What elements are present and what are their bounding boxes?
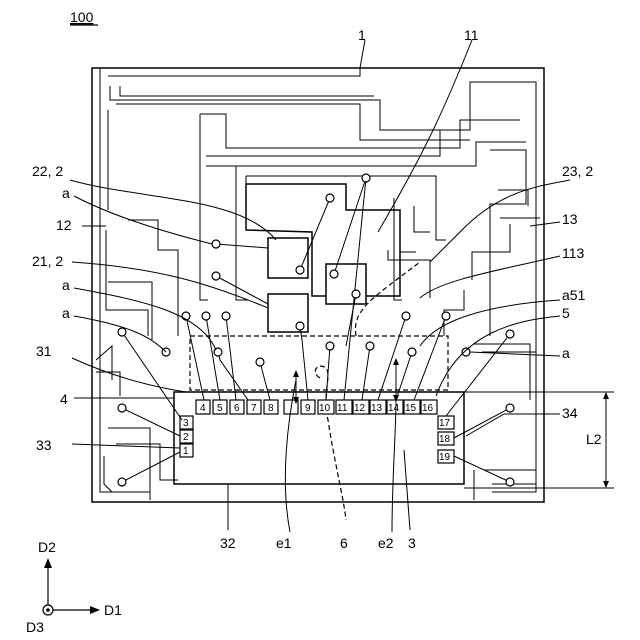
pin-label-1: 1 bbox=[183, 446, 189, 457]
label-12: 12 bbox=[56, 217, 72, 233]
d2-arrow-icon bbox=[44, 558, 52, 568]
label-33: 33 bbox=[36, 437, 52, 453]
label-a-3: a bbox=[62, 305, 70, 321]
label-6: 6 bbox=[340, 535, 348, 551]
pin-label-19: 19 bbox=[439, 452, 451, 463]
via bbox=[118, 404, 126, 412]
via bbox=[212, 240, 220, 248]
label-e1: e1 bbox=[276, 535, 292, 551]
dashed-line-6 bbox=[315, 366, 346, 520]
label-5: 5 bbox=[562, 305, 570, 321]
pin-label-14: 14 bbox=[388, 403, 400, 414]
wiring-traces bbox=[96, 68, 540, 500]
pin-label-13: 13 bbox=[371, 403, 383, 414]
pin-label-5: 5 bbox=[217, 403, 223, 414]
via bbox=[118, 328, 126, 336]
via bbox=[326, 194, 334, 202]
via bbox=[362, 174, 370, 182]
pin-label-7: 7 bbox=[251, 403, 257, 414]
leader-lines bbox=[70, 40, 570, 532]
via bbox=[408, 348, 416, 356]
label-L2: L2 bbox=[586, 431, 602, 447]
label-22-2: 22, 2 bbox=[32, 163, 63, 179]
pin-label-16: 16 bbox=[422, 403, 434, 414]
via bbox=[296, 322, 304, 330]
label-a-4: a bbox=[562, 345, 570, 361]
via bbox=[330, 270, 338, 278]
label-a-2: a bbox=[62, 277, 70, 293]
via bbox=[506, 478, 514, 486]
via bbox=[256, 358, 264, 366]
pin-label-6: 6 bbox=[234, 403, 240, 414]
axis-label-d3: D3 bbox=[26, 619, 44, 635]
via bbox=[462, 348, 470, 356]
via bbox=[296, 266, 304, 274]
pin-label-18: 18 bbox=[439, 434, 451, 445]
via bbox=[352, 290, 360, 298]
via bbox=[402, 312, 410, 320]
pin-label-15: 15 bbox=[405, 403, 417, 414]
pin-label-11: 11 bbox=[337, 403, 348, 414]
pin-label-2: 2 bbox=[183, 432, 189, 443]
label-31: 31 bbox=[36, 343, 52, 359]
dashed-region-4 bbox=[190, 336, 448, 390]
pin-label-17: 17 bbox=[439, 418, 451, 429]
via bbox=[212, 272, 220, 280]
pin-label-4: 4 bbox=[200, 403, 206, 414]
label-3: 3 bbox=[408, 535, 416, 551]
d1-arrow-icon bbox=[90, 606, 100, 614]
label-e2: e2 bbox=[378, 535, 394, 551]
label-23-2: 23, 2 bbox=[562, 163, 593, 179]
pin-label-9: 9 bbox=[305, 403, 311, 414]
pin-label-10: 10 bbox=[319, 403, 331, 414]
pin-row: 1 2 3 4 5 6 7 8 9 10 11 12 13 14 15 16 1… bbox=[180, 400, 454, 463]
via bbox=[442, 312, 450, 320]
label-32: 32 bbox=[220, 535, 236, 551]
axis-label-d1: D1 bbox=[104, 602, 122, 618]
via bbox=[222, 312, 230, 320]
label-4: 4 bbox=[60, 391, 68, 407]
via bbox=[506, 404, 514, 412]
d3-dot-icon bbox=[46, 608, 50, 612]
pin-label-12: 12 bbox=[354, 403, 366, 414]
substrate-outline bbox=[92, 68, 544, 502]
label-a-1: a bbox=[62, 185, 70, 201]
via bbox=[366, 342, 374, 350]
via bbox=[326, 342, 334, 350]
pin-label-8: 8 bbox=[268, 403, 274, 414]
axis-indicator: D2 D1 D3 bbox=[26, 539, 122, 635]
label-21-2: 21, 2 bbox=[32, 253, 63, 269]
label-1: 1 bbox=[358, 27, 366, 43]
label-113: 113 bbox=[562, 245, 585, 261]
pin-label-3: 3 bbox=[183, 418, 189, 429]
via bbox=[202, 312, 210, 320]
label-13: 13 bbox=[562, 211, 578, 227]
axis-label-d2: D2 bbox=[38, 539, 56, 555]
via bbox=[506, 330, 514, 338]
vias bbox=[118, 174, 514, 486]
via bbox=[118, 478, 126, 486]
label-34: 34 bbox=[562, 405, 578, 421]
figure-number: 100 bbox=[70, 9, 94, 25]
label-11: 11 bbox=[464, 27, 479, 43]
label-a51: a51 bbox=[562, 287, 586, 303]
